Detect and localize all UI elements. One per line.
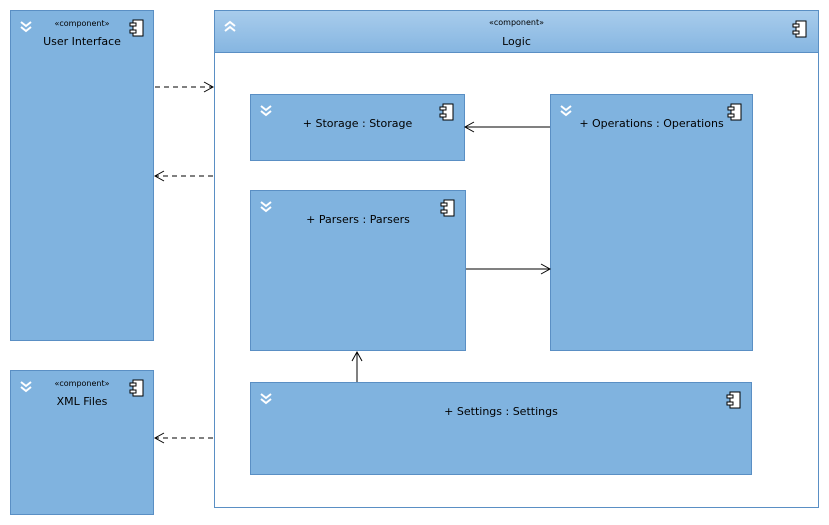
part-name: + Storage : Storage [302,117,413,130]
component-icon [439,103,454,121]
collapse-chevron-icon[interactable] [259,199,273,213]
component-icon [440,199,455,217]
component-name: Logic [502,35,531,48]
component-icon [726,391,741,409]
component-stereotype: «component» [488,18,545,27]
user-interface-component[interactable]: «component» User Interface [10,10,154,341]
xml-files-component[interactable]: «component» XML Files [10,370,154,515]
collapse-chevron-icon[interactable] [19,379,33,393]
component-icon [129,379,144,397]
dependency-logic-to-xml[interactable] [153,432,213,444]
part-name: + Parsers : Parsers [306,213,410,226]
operations-part[interactable]: + Operations : Operations [550,94,753,351]
storage-part[interactable]: + Storage : Storage [250,94,465,161]
component-name: User Interface [43,35,121,48]
component-stereotype: «component» [54,379,110,388]
collapse-chevron-icon[interactable] [259,391,273,405]
collapse-chevron-icon[interactable] [259,103,273,117]
part-name: + Settings : Settings [444,405,558,418]
component-stereotype: «component» [54,19,110,28]
part-name: + Operations : Operations [579,117,724,130]
component-name: XML Files [56,395,108,408]
parsers-part[interactable]: + Parsers : Parsers [250,190,466,351]
component-icon [129,19,144,37]
component-icon [792,20,807,38]
component-icon [727,103,742,121]
dependency-logic-to-ui[interactable] [153,170,213,182]
settings-part[interactable]: + Settings : Settings [250,382,752,475]
logic-header: «component» Logic [215,11,818,53]
expand-chevron-icon[interactable] [223,19,237,33]
dependency-ui-to-logic[interactable] [155,81,215,93]
collapse-chevron-icon[interactable] [19,19,33,33]
collapse-chevron-icon[interactable] [559,103,573,117]
